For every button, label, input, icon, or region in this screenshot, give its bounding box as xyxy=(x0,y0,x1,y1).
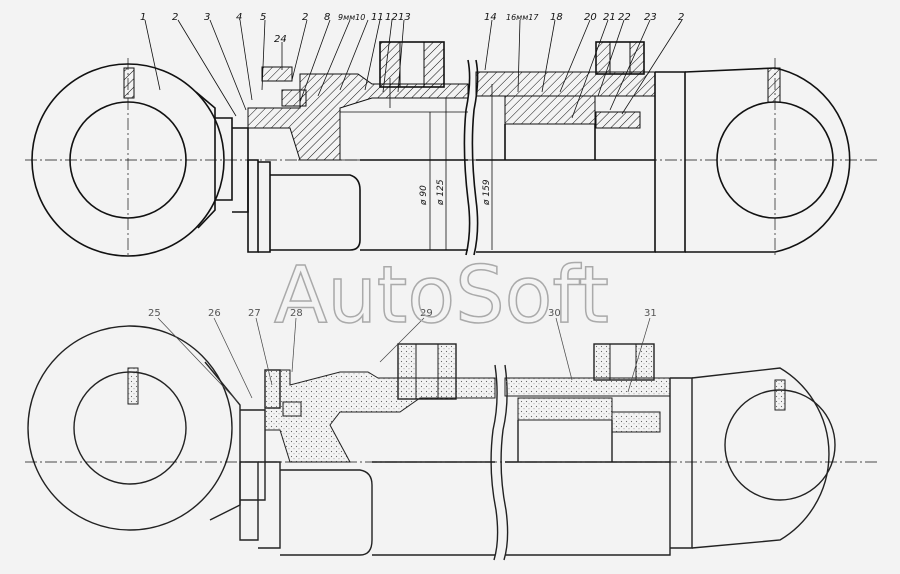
bottom-left-eye-outer xyxy=(27,325,233,531)
callout-13: 13 xyxy=(398,12,411,23)
top-tube-section-right xyxy=(475,71,656,97)
callout-22: 22 xyxy=(618,12,631,23)
callout-8: 8 xyxy=(324,12,330,23)
dim-d90: ø 90 xyxy=(419,185,429,206)
callout-14: 14 xyxy=(484,12,497,23)
callout-12: 12 xyxy=(385,12,398,23)
bottom-section-view: 25 26 27 28 29 30 31 xyxy=(25,308,880,561)
callout-23: 23 xyxy=(644,12,657,23)
callout-24: 24 xyxy=(274,34,287,45)
callout-2c: 2 xyxy=(678,12,684,23)
callout-11: 11 xyxy=(371,12,384,23)
callout-18: 18 xyxy=(550,12,563,23)
callout-29: 29 xyxy=(420,308,433,319)
callout-25: 25 xyxy=(148,308,161,319)
callout-16-17: 16мм17 xyxy=(506,13,539,22)
dim-d125: ø 125 xyxy=(436,179,446,206)
top-section-view: 1 2 3 4 5 24 2 8 9мм10 11 12 13 14 16мм1… xyxy=(25,12,880,258)
callout-30: 30 xyxy=(548,308,561,319)
callout-1: 1 xyxy=(140,12,146,23)
watermark: AutoSoft xyxy=(274,251,609,341)
callout-21: 21 xyxy=(603,12,616,23)
dim-d159: ø 159 xyxy=(482,179,492,206)
callout-2b: 2 xyxy=(302,12,308,23)
callout-20: 20 xyxy=(584,12,597,23)
callout-2: 2 xyxy=(172,12,178,23)
callout-9-10: 9мм10 xyxy=(338,13,365,22)
callout-31: 31 xyxy=(644,308,657,319)
top-rod-head-neck xyxy=(195,91,216,229)
callout-4: 4 xyxy=(236,12,242,23)
callout-26: 26 xyxy=(208,308,221,319)
callout-5: 5 xyxy=(260,12,266,23)
callout-27: 27 xyxy=(248,308,261,319)
callout-28: 28 xyxy=(290,308,303,319)
callout-3: 3 xyxy=(204,12,210,23)
